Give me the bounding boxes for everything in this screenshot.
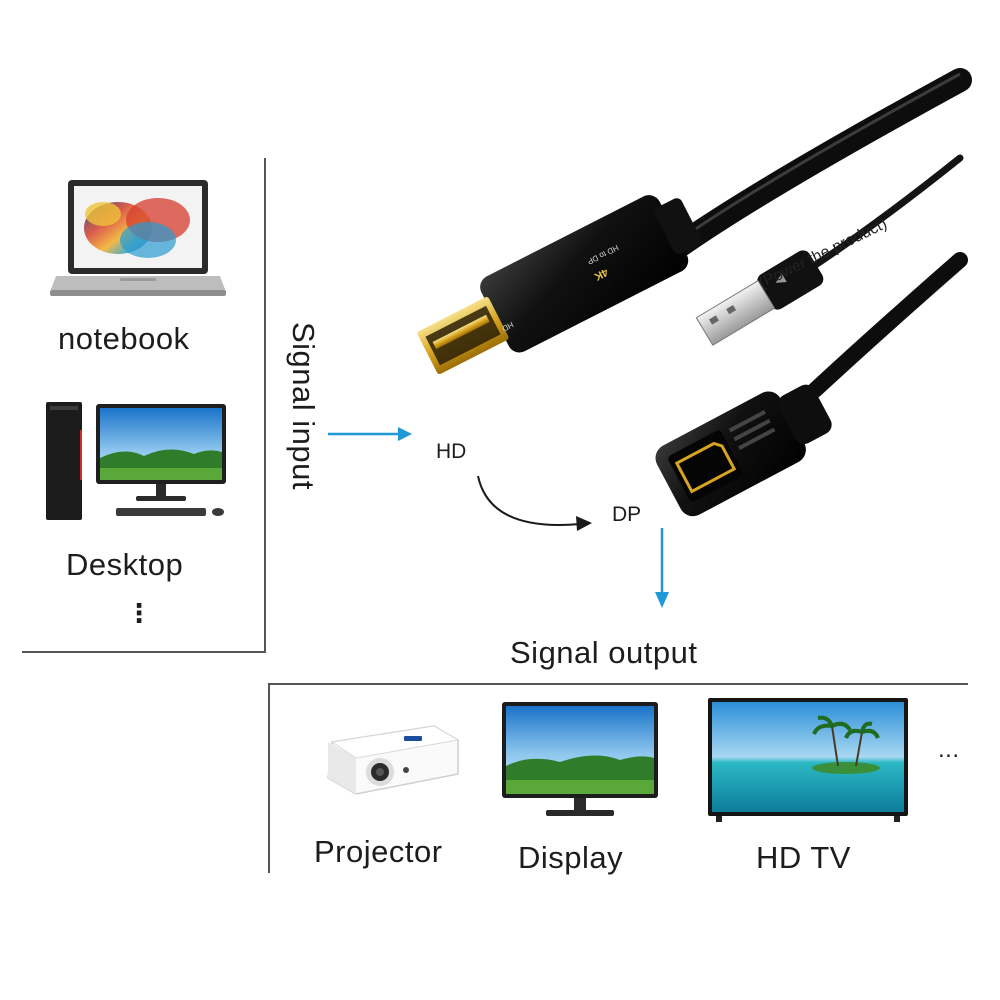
signal-input-label: Signal input [286,321,321,490]
hd-to-dp-adapter-image [417,68,972,517]
dp-label: DP [612,503,642,526]
sources-panel-right-border [264,158,266,652]
sources-more-indicator: ⋮ [126,598,153,628]
desktop-label: Desktop [66,547,184,582]
projector-label: Projector [314,834,443,869]
outputs-panel-top-border [268,683,968,685]
outputs-more-indicator: ... [938,736,960,763]
sources-panel-bottom-border [22,651,266,653]
hd-tv-icon [708,698,908,822]
notebook-icon [50,180,226,296]
hd-label: HD [436,440,467,463]
projector-icon [327,725,460,795]
display-icon [502,702,658,816]
outputs-panel-left-border [268,683,270,873]
hd-to-dp-curved-arrow [477,475,592,531]
display-label: Display [518,840,624,875]
signal-output-label: Signal output [510,635,698,670]
notebook-label: notebook [58,321,190,356]
desktop-icon [46,402,226,520]
signal-input-arrow [328,427,412,441]
hd-tv-label: HD TV [756,840,851,875]
signal-output-arrow [655,528,669,608]
